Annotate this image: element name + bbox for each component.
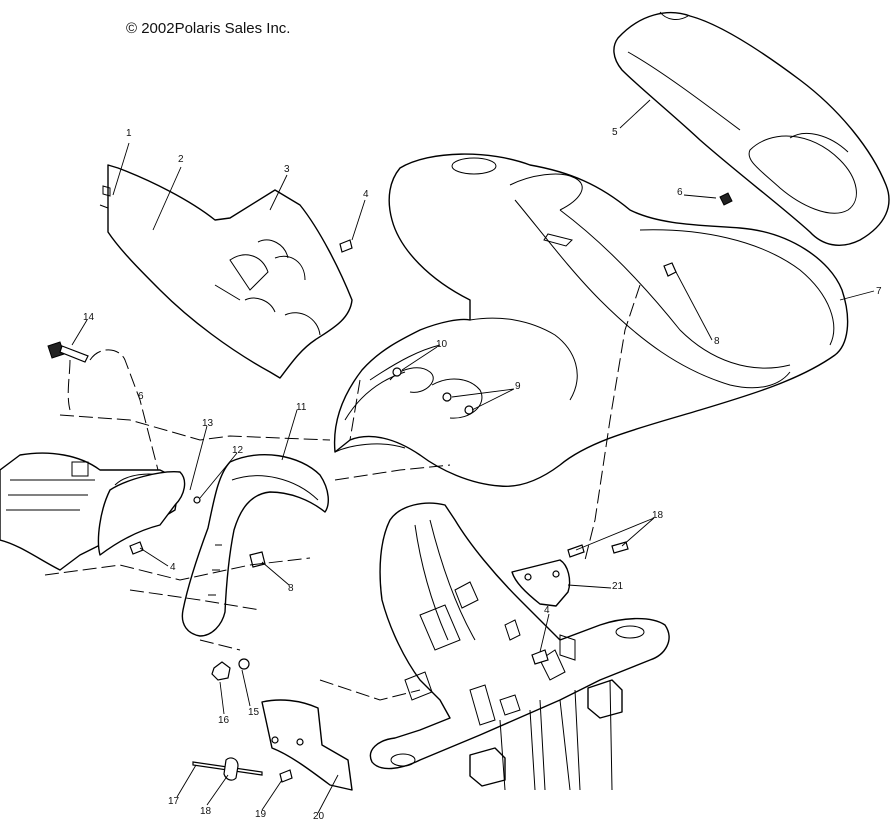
callout-8-lower: 8 <box>288 583 294 594</box>
callout-4-frame: 4 <box>544 605 550 616</box>
callout-17: 17 <box>168 796 180 807</box>
callout-19: 19 <box>255 809 267 820</box>
callout-9: 9 <box>515 381 521 392</box>
bracket-plate-part <box>511 559 571 607</box>
callout-21: 21 <box>612 581 624 592</box>
callout-12: 12 <box>232 445 244 456</box>
callout-1: 1 <box>126 128 132 139</box>
callout-14: 14 <box>83 312 95 323</box>
callout-11: 11 <box>296 402 307 413</box>
leader-lines <box>71 99 875 814</box>
callout-2: 2 <box>178 154 184 165</box>
callout-8: 8 <box>714 336 720 347</box>
callout-18-right: 18 <box>652 510 664 521</box>
fender-flare-part <box>181 453 329 637</box>
callout-16: 16 <box>218 715 230 726</box>
footwell-panel-part <box>99 164 353 379</box>
callout-5: 5 <box>612 127 618 138</box>
assembly-lines <box>44 284 641 701</box>
callout-18: 18 <box>200 806 212 817</box>
callout-13: 13 <box>202 418 214 429</box>
callout-4: 4 <box>363 189 369 200</box>
callout-4-lower-left: 4 <box>170 562 176 573</box>
copyright-notice: © 2002Polaris Sales Inc. <box>126 20 291 37</box>
side-bracket-part <box>97 471 186 556</box>
mud-flap-part <box>261 699 353 791</box>
callout-6: 6 <box>677 187 683 198</box>
seat-cover-part <box>613 11 890 246</box>
callout-7: 7 <box>876 286 882 297</box>
callout-10: 10 <box>436 339 448 350</box>
callout-15: 15 <box>248 707 260 718</box>
front-body-shell <box>333 153 849 487</box>
callout-6-left: 6 <box>138 391 144 402</box>
callout-20: 20 <box>313 811 325 821</box>
frame-assembly <box>369 502 670 791</box>
callout-3: 3 <box>284 164 290 175</box>
